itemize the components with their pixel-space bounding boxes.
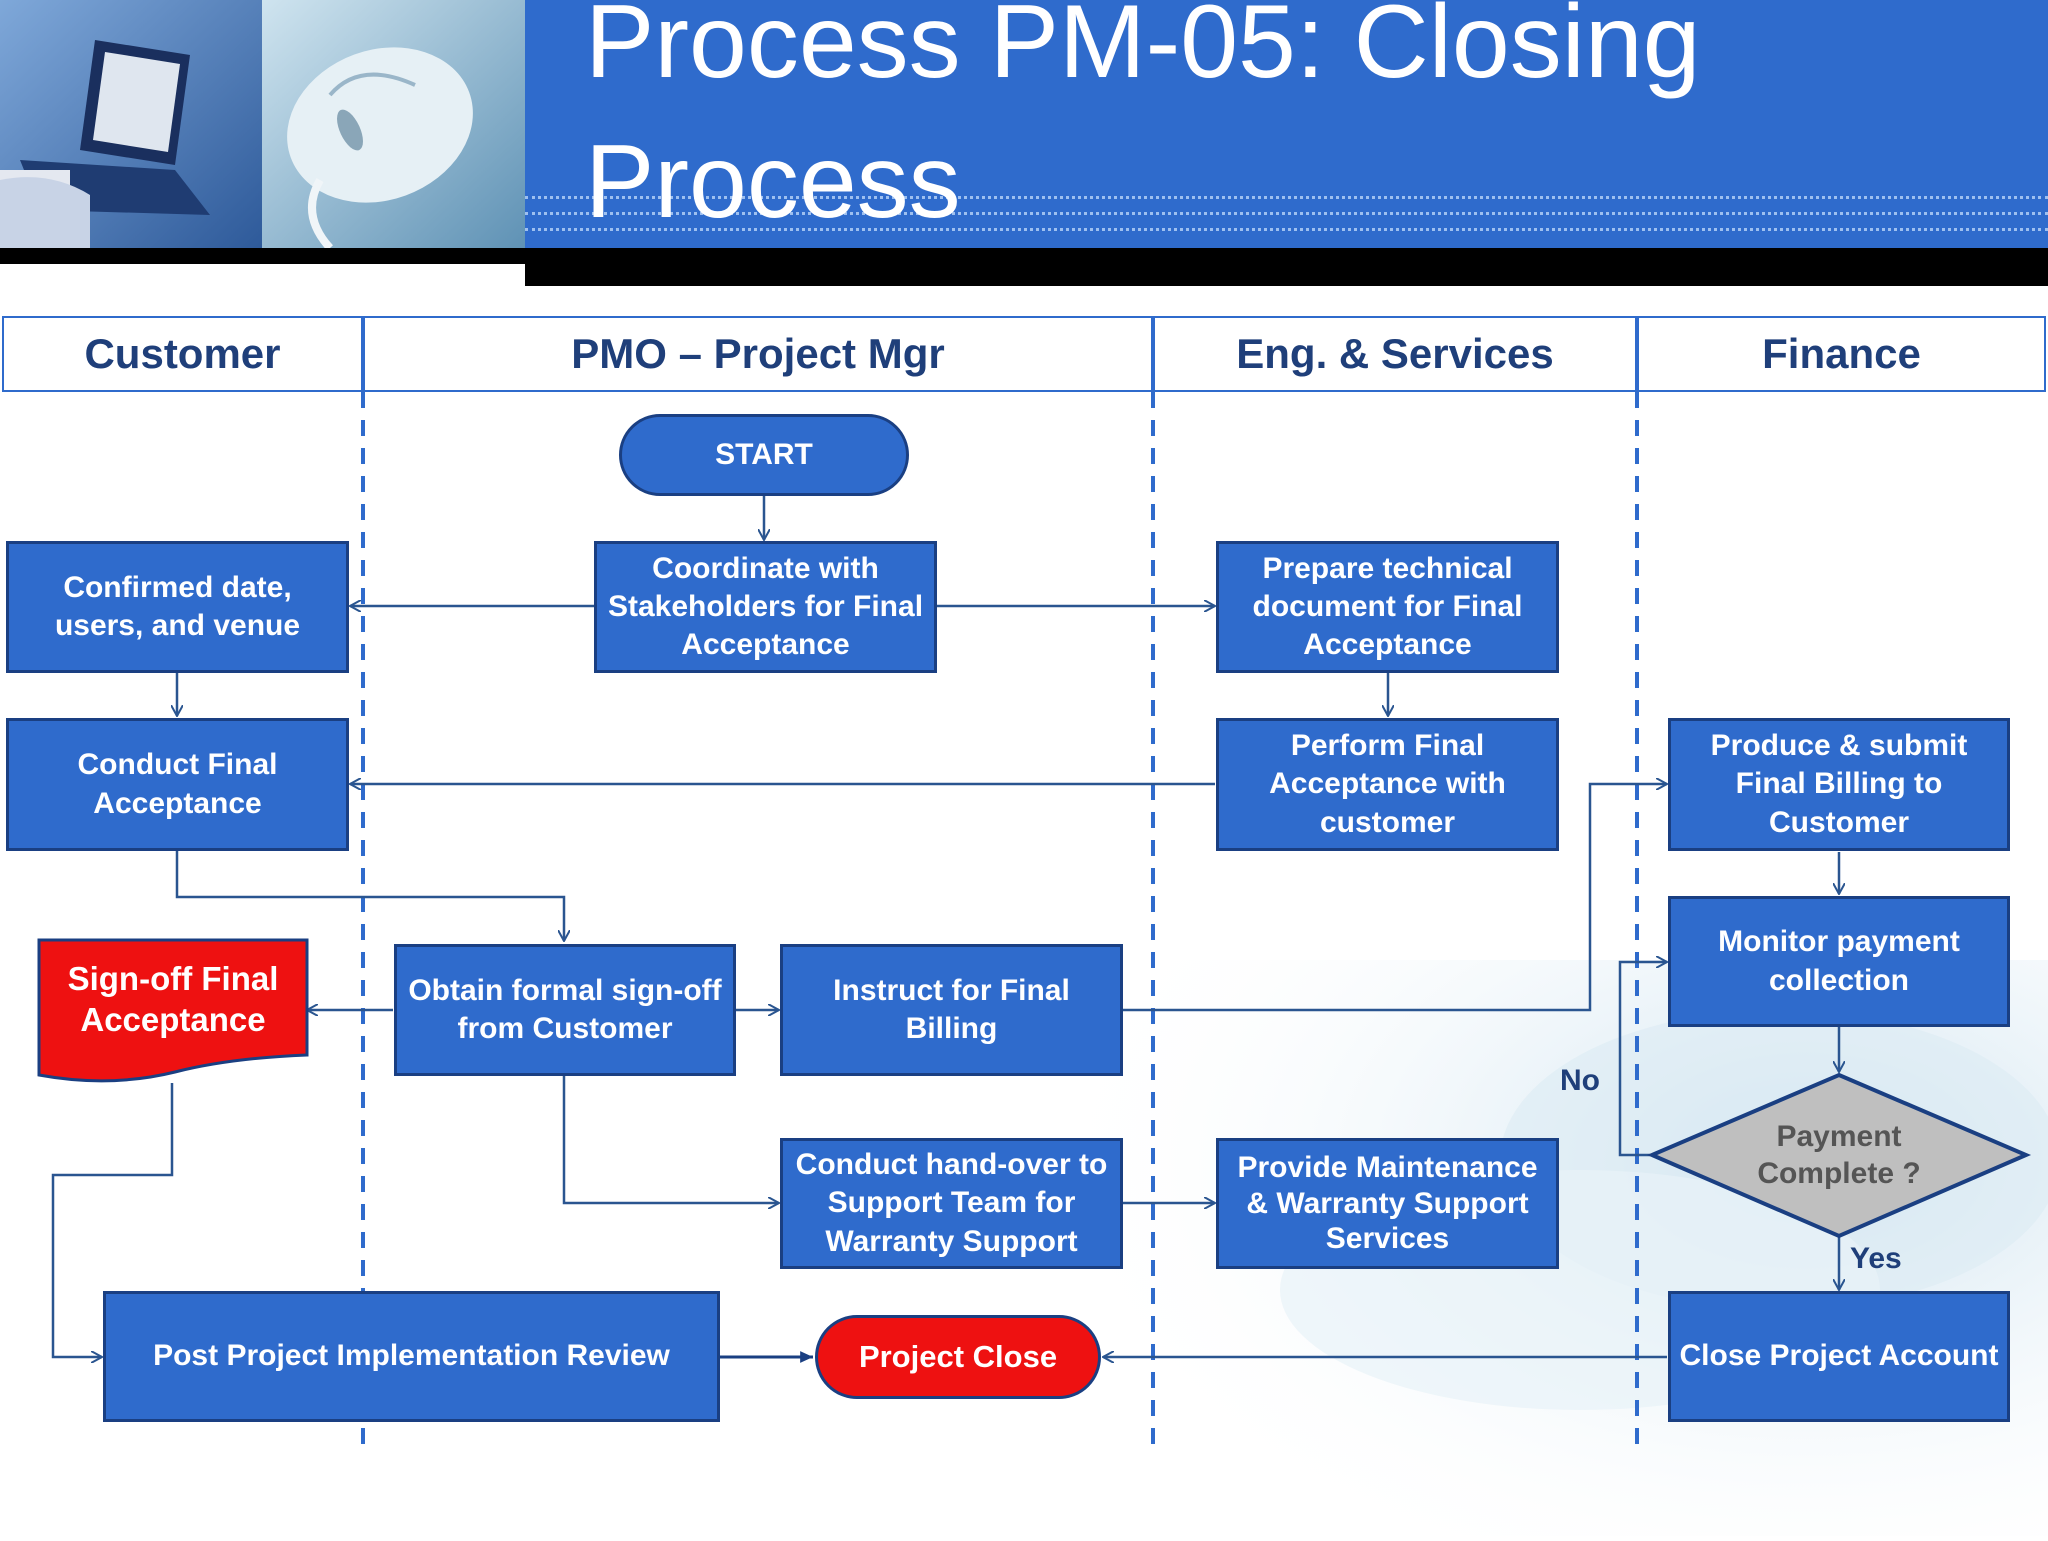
prepare-technical-document-step: Prepare technical document for Final Acc… (1216, 541, 1559, 673)
edge-signoff-ppir (51, 1083, 174, 1357)
obtain-formal-signoff-step: Obtain formal sign-off from Customer (394, 944, 736, 1076)
header-dotted-line (525, 228, 2048, 231)
instruct-final-billing-step: Instruct for Final Billing (780, 944, 1123, 1076)
signoff-document-shape (37, 938, 309, 1083)
header-dotted-line (525, 212, 2048, 215)
perform-final-acceptance-step: Perform Final Acceptance with customer (1216, 718, 1559, 851)
monitor-payment-collection-step: Monitor payment collection (1668, 896, 2010, 1027)
edge-obtain-handover (562, 1076, 779, 1203)
maintenance-warranty-support-step: Provide Maintenance & Warranty Support S… (1216, 1138, 1559, 1269)
close-project-account-step: Close Project Account (1668, 1291, 2010, 1422)
signoff-final-acceptance-document: Sign-off Final Acceptance (67, 959, 279, 1038)
decision-yes-label: Yes (1850, 1242, 1902, 1275)
header-bar (525, 0, 2048, 248)
header-divider-left (0, 248, 525, 264)
edge-conduct-obtain (175, 850, 564, 941)
lane-header-pmo: PMO – Project Mgr (363, 316, 1153, 392)
produce-final-billing-step: Produce & submit Final Billing to Custom… (1668, 718, 2010, 851)
edge-decision-no (1618, 962, 1667, 1157)
payment-complete-decision: Payment Complete ? (1757, 1119, 1921, 1191)
header-divider (525, 248, 2048, 286)
project-close-terminal: Project Close (815, 1315, 1101, 1399)
decision-diamond (1646, 1072, 2032, 1239)
post-project-implementation-review-step: Post Project Implementation Review (103, 1291, 720, 1422)
start-terminal: START (619, 414, 909, 496)
laptop-photo-icon (0, 0, 262, 248)
edge-instruct-billing (1122, 784, 1667, 1012)
page-title-line-1: Process PM-05: Closing (585, 0, 1701, 100)
lane-header-eng-services: Eng. & Services (1153, 316, 1637, 392)
decision-no-label: No (1560, 1064, 1600, 1097)
confirmed-date-step: Confirmed date, users, and venue (6, 541, 349, 673)
lane-header-customer: Customer (2, 316, 363, 392)
lane-header-finance: Finance (1637, 316, 2046, 392)
conduct-final-acceptance-step: Conduct Final Acceptance (6, 718, 349, 851)
page-title-line-2: Process (585, 124, 961, 240)
mouse-photo-icon (262, 0, 525, 248)
coordinate-stakeholders-step: Coordinate with Stakeholders for Final A… (594, 541, 937, 673)
header-dotted-line (525, 196, 2048, 199)
header-photo (0, 0, 525, 248)
handover-support-team-step: Conduct hand-over to Support Team for Wa… (780, 1138, 1123, 1269)
